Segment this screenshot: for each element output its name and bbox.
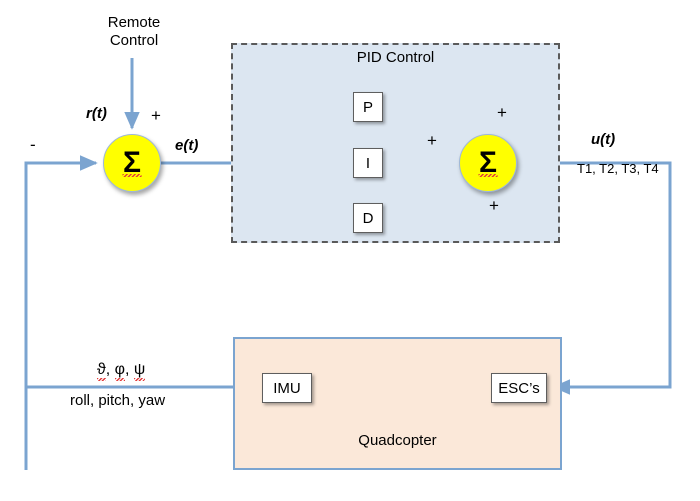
pid-summing-junction: Σ	[459, 134, 517, 192]
error-summing-junction: Σ	[103, 134, 161, 192]
signal-label-reference: r(t)	[86, 105, 107, 122]
sign-minus-feedback: -	[30, 135, 36, 154]
block-esc: ESC’s	[491, 373, 547, 403]
sign-plus-i: +	[427, 131, 437, 150]
signal-label-control: u(t)	[591, 131, 616, 148]
signal-label-error: e(t)	[175, 137, 199, 154]
sign-plus-reference: +	[151, 106, 161, 125]
block-imu: IMU	[262, 373, 312, 403]
sigma-glyph: Σ	[460, 135, 516, 191]
sign-plus-d: +	[489, 196, 499, 215]
quadcopter-group	[233, 337, 562, 470]
feedback-label-words: roll, pitch, yaw	[70, 392, 166, 409]
wire-feedback-to-sum	[24, 155, 98, 470]
pid-control-title: PID Control	[356, 49, 435, 66]
remote-control-label: Remote Control	[78, 14, 190, 51]
greek-theta-symbol: ϑ	[97, 361, 106, 381]
greek-sep-2: ,	[125, 361, 134, 378]
greek-phi-symbol: φ	[114, 361, 126, 381]
greek-psi-symbol: ψ	[133, 361, 146, 381]
greek-sep-1: ,	[105, 361, 115, 378]
feedback-label-greek: ϑ, φ, ψ	[97, 361, 146, 381]
signal-label-thrusts: T1, T2, T3, T4	[577, 161, 659, 176]
remote-control-line-2: Control	[109, 32, 159, 50]
block-derivative: D	[353, 203, 383, 233]
block-proportional: P	[353, 92, 383, 122]
remote-control-line-1: Remote	[107, 14, 161, 31]
sign-plus-p: +	[497, 103, 507, 122]
sigma-glyph: Σ	[104, 135, 160, 191]
quadcopter-title: Quadcopter	[358, 432, 437, 449]
block-integral: I	[353, 148, 383, 178]
